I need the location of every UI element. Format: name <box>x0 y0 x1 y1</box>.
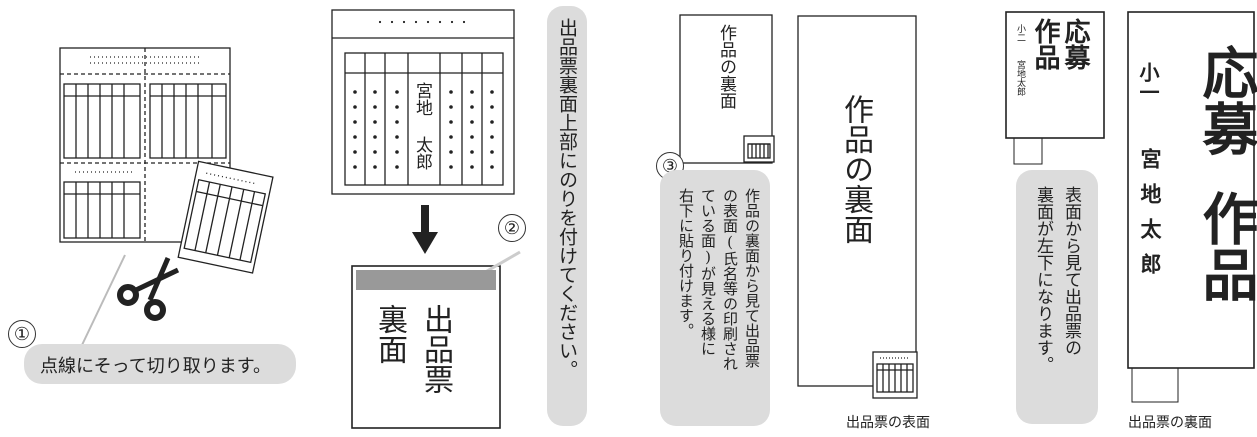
small-grade: 小二 <box>1015 24 1025 42</box>
small-title-b: 作品 <box>1030 18 1060 70</box>
artwork-front-small <box>1005 11 1105 139</box>
step3-caption-line3: ている面)が見える様に <box>699 188 717 356</box>
step1-number: ① <box>8 320 36 348</box>
glue-strip <box>356 270 496 290</box>
cut-entry-card <box>177 160 274 274</box>
step2-caption: 出品票裏面上部にのりを付けてください。 <box>556 18 578 379</box>
back-label-right: 出品票 <box>418 304 453 394</box>
step1-caption-box <box>24 344 296 384</box>
step4-caption-line1: 表面から見て出品票の <box>1061 186 1081 356</box>
large-back-text: 作品の裏面 <box>838 94 873 244</box>
entry-card-closeup <box>331 9 515 195</box>
back-label-left: 裏面 <box>372 304 407 364</box>
large-grade: 小一 <box>1136 62 1160 102</box>
scissors-icon <box>117 257 180 321</box>
artwork-front-large <box>1127 11 1255 369</box>
large-title-a: 応募 <box>1193 44 1257 156</box>
entry-name: 宮地 太郎 <box>412 82 432 170</box>
small-back-text: 作品の裏面 <box>716 24 736 109</box>
back-of-entry-card <box>351 265 501 429</box>
label-entry-back: 出品票の裏面 <box>1128 415 1212 431</box>
step3-caption-line2: の表面(氏名等の印刷され <box>721 188 739 371</box>
entry-sheet-full <box>59 47 231 243</box>
step1-caption: 点線にそって切り取ります。 <box>40 356 271 377</box>
step3-caption-line4: 右下に貼り付けます。 <box>677 188 695 338</box>
step2-number: ② <box>498 214 526 242</box>
small-name: 宮地太郎 <box>1015 60 1025 96</box>
step2-caption-box <box>547 6 587 426</box>
dotted-header <box>378 20 466 24</box>
artwork-back-large <box>797 15 917 387</box>
step4-caption-box <box>1016 170 1098 424</box>
step3-caption-line1: 作品の裏面から見て出品票 <box>743 188 761 368</box>
arrow-down-icon <box>412 205 438 254</box>
step3-caption-box <box>660 170 770 426</box>
attached-card-small <box>743 135 775 163</box>
step4-caption-line2: 裏面が左下になります。 <box>1033 186 1053 373</box>
dot-columns <box>353 90 494 169</box>
attached-card-large <box>872 351 918 399</box>
small-title-a: 応募 <box>1060 18 1090 70</box>
label-entry-front: 出品票の表面 <box>846 415 930 431</box>
large-name: 宮地太郎 <box>1138 148 1162 288</box>
large-title-b: 作品 <box>1193 190 1257 302</box>
